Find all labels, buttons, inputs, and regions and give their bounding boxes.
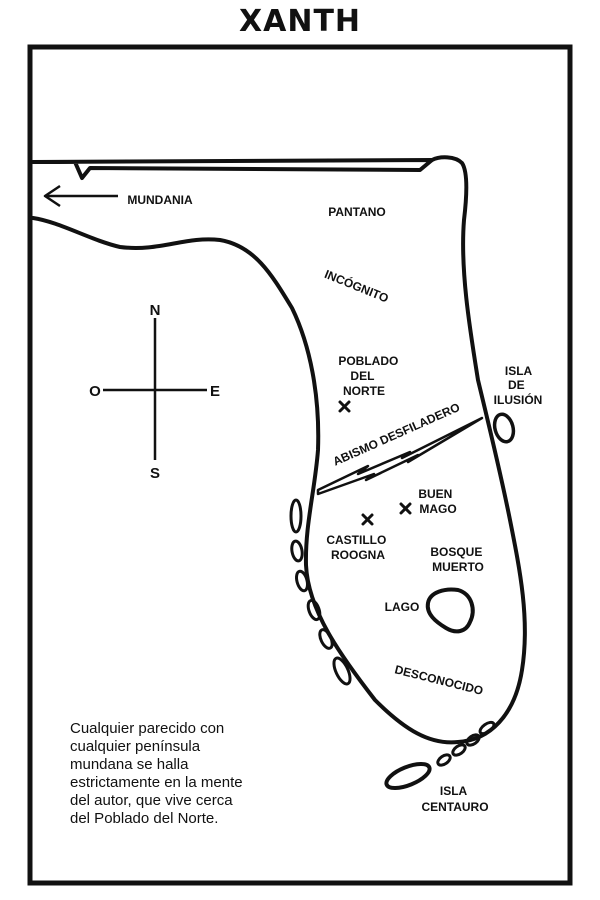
label-pantano: PANTANO: [328, 205, 386, 219]
abismo-chasm: [316, 416, 484, 496]
compass-north: N: [150, 302, 161, 319]
buen-mago-marker: [399, 502, 412, 515]
label-isla-de-ilusion: ISLA DE ILUSIÓN: [494, 364, 543, 407]
label-buen-mago: BUEN MAGO: [418, 487, 456, 516]
lago-lake: [425, 587, 475, 634]
map-title: XANTH: [238, 4, 362, 39]
label-castillo-roogna: CASTILLO ROOGNA: [326, 533, 389, 562]
castillo-roogna-marker: [361, 513, 374, 526]
disclaimer-text: Cualquier parecido con cualquier penínsu…: [70, 720, 243, 827]
label-desconocido: DESCONOCIDO: [393, 662, 484, 698]
southern-islands: [436, 720, 496, 767]
compass-east: E: [210, 383, 220, 400]
mundania-border: [31, 158, 434, 180]
compass-west: O: [89, 383, 101, 400]
compass-rose: N S O E: [89, 302, 220, 482]
mundania-arrow: [43, 184, 118, 208]
peninsula-outline: [31, 155, 527, 745]
poblado-del-norte-marker: [338, 400, 351, 413]
isla-de-ilusion: [492, 412, 516, 444]
map-frame: [27, 44, 573, 886]
label-incognito: INCÓGNITO: [322, 266, 390, 305]
label-poblado-del-norte: POBLADO DEL NORTE: [338, 354, 401, 398]
compass-south: S: [150, 465, 160, 482]
label-lago: LAGO: [385, 600, 420, 614]
isla-centauro: [384, 762, 432, 790]
label-bosque-muerto: BOSQUE MUERTO: [430, 545, 485, 574]
label-mundania: MUNDANIA: [127, 193, 193, 207]
label-isla-centauro: ISLA CENTAURO: [421, 784, 488, 814]
western-islands: [289, 498, 352, 686]
